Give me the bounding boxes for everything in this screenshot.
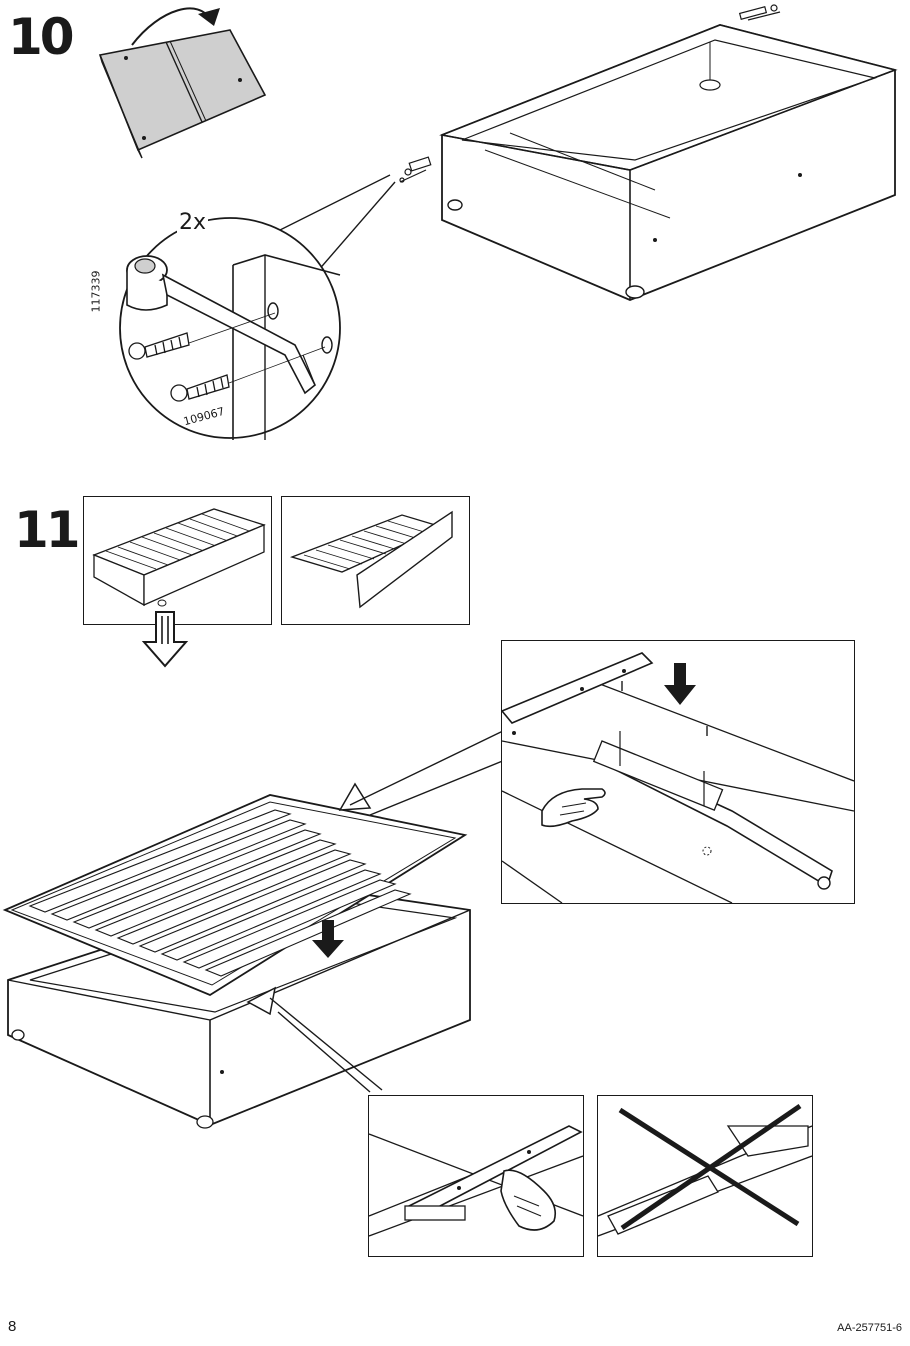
step-11-preview-bed-with-slats: [83, 496, 272, 625]
quantity-label: 2x: [177, 210, 209, 235]
step-11-main-illustration: [2, 782, 471, 1129]
step-11-detail-incorrect-position: [597, 1095, 813, 1257]
step-11-number: 11: [14, 501, 81, 559]
step-11-detail-correct-position: [368, 1095, 584, 1257]
part-number-bracket: 117339: [89, 270, 103, 313]
step-10-detail-circle: [119, 217, 341, 440]
step-11-callout-connectors-lower: [269, 997, 383, 1093]
step-11-preview-slat-frame: [281, 496, 470, 625]
down-arrow-icon: [141, 611, 189, 668]
step-10-bed-frame-illustration: [399, 4, 898, 301]
page-number: 8: [8, 1318, 17, 1335]
step-10-flip-board-illustration: [98, 7, 267, 159]
step-11-detail-slat-fitting: [501, 640, 855, 904]
step-10-callout-connector: [270, 174, 396, 281]
step-11-callout-connectors: [349, 729, 506, 816]
step-10-number: 10: [8, 8, 75, 66]
document-code: AA-257751-6: [837, 1322, 902, 1334]
